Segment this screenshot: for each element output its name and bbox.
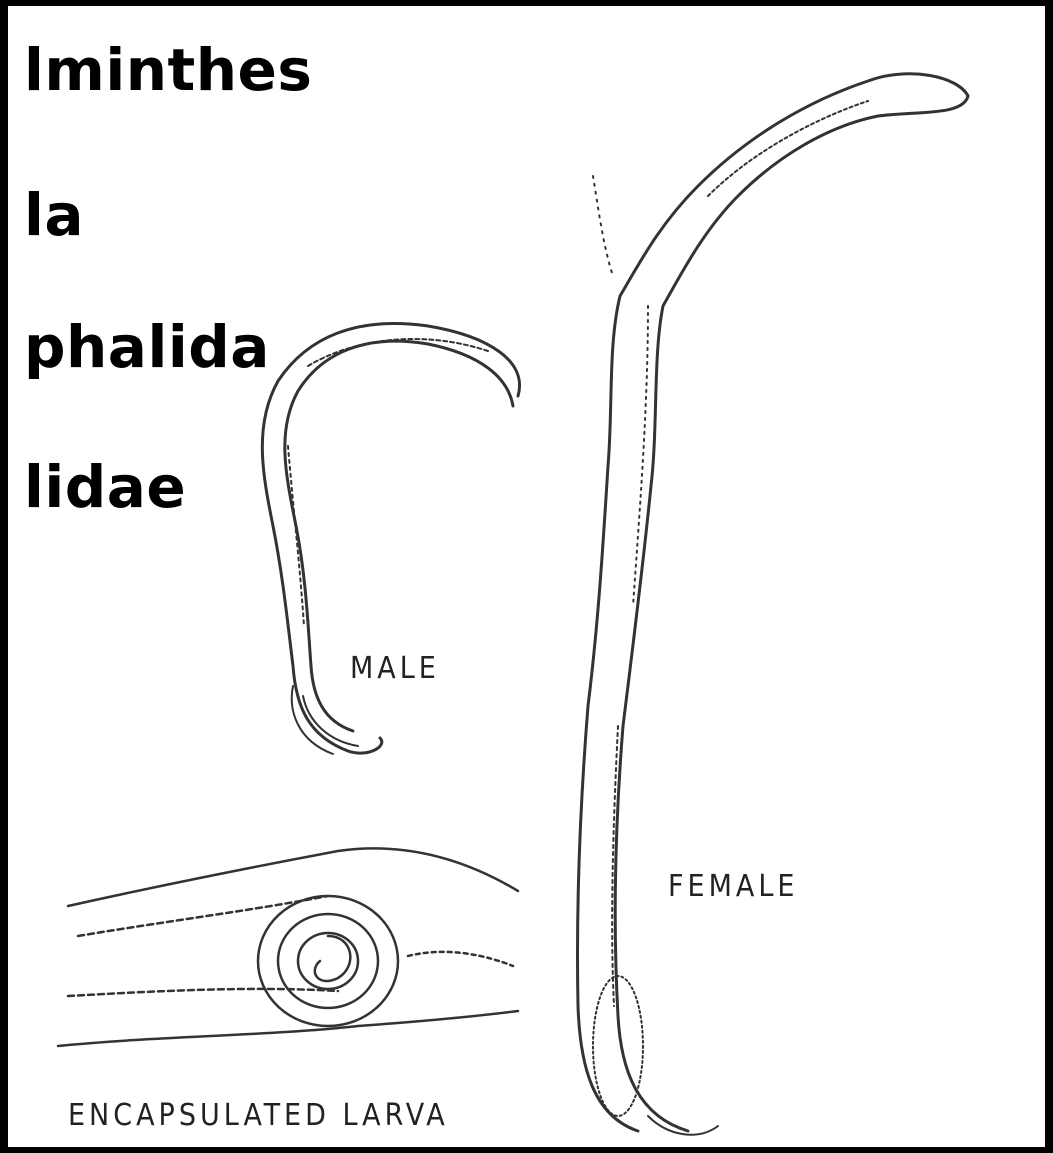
taxonomy-heading-phylum: lminthes <box>24 41 312 99</box>
taxonomy-heading-order: phalida <box>24 318 270 376</box>
taxonomy-heading-class: la <box>24 186 84 244</box>
female-label: FEMALE <box>668 872 798 902</box>
encapsulated-larva-drawing <box>58 848 518 1046</box>
male-label: MALE <box>350 654 440 684</box>
slide-panel: lminthes la phalida lidae MALE FEMALE EN… <box>8 6 1045 1147</box>
nematode-illustration <box>8 6 1045 1147</box>
encapsulated-larva-label: ENCAPSULATED LARVA <box>68 1101 449 1131</box>
taxonomy-heading-family: lidae <box>24 458 186 516</box>
male-worm-drawing <box>262 323 519 754</box>
female-worm-drawing <box>577 74 968 1135</box>
